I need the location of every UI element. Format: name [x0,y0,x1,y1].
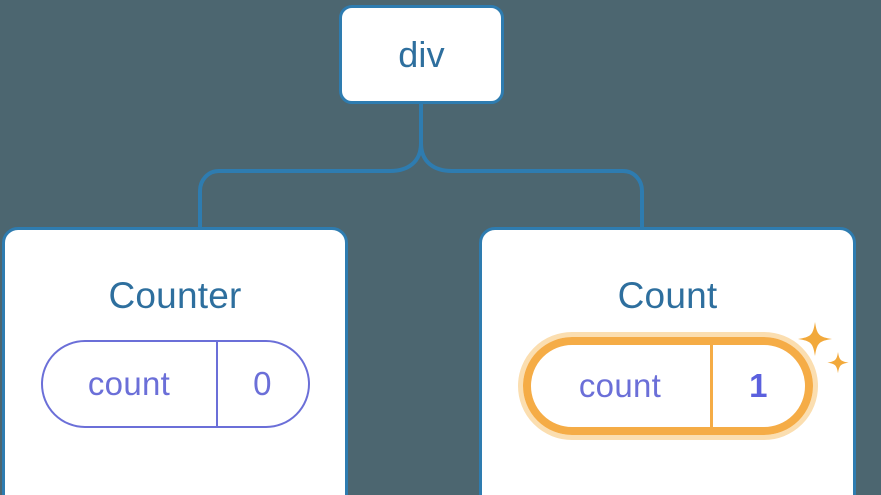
state-pill-value-cell: 0 [218,342,308,426]
state-pill-value-cell: 1 [713,345,805,427]
tree-node-div[interactable]: div [339,5,504,104]
component-title: Count [617,275,718,316]
state-pill-value-label: 1 [749,367,768,404]
state-pill-count-highlighted-wrapper[interactable]: count 1 [517,332,818,440]
state-pill-count-highlighted[interactable]: count 1 [522,337,813,435]
component-title: Counter [108,275,242,316]
state-pill-key-cell: count [43,342,218,426]
state-pill-key-label: count [87,365,171,402]
state-pill-value-label: 0 [253,365,272,402]
component-card-counter[interactable]: Counter count 0 [2,227,348,495]
state-pill-key-label: count [578,367,662,404]
state-pill-key-cell: count [531,345,713,427]
state-pill-count[interactable]: count 0 [40,340,310,428]
tree-node-div-label: div [398,33,445,75]
component-card-count[interactable]: Count count 1 [479,227,856,495]
state-pill-highlight-halo [517,332,818,440]
